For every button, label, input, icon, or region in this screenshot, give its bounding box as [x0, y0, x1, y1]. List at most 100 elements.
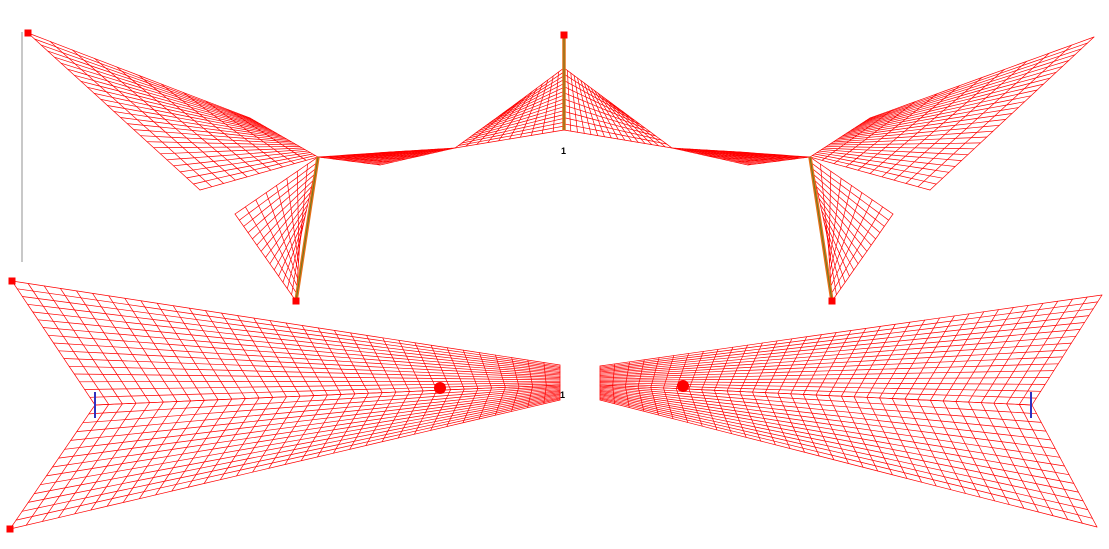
mesh-line: [487, 95, 527, 143]
mesh-line: [87, 86, 274, 132]
mesh-line: [599, 294, 1103, 367]
mesh-line: [454, 107, 511, 149]
mesh-line: [599, 322, 1085, 372]
mesh-line: [684, 150, 753, 154]
mesh-line: [599, 342, 1072, 375]
mesh-line: [361, 148, 436, 163]
mesh-line: [845, 93, 938, 168]
mesh-line: [153, 146, 301, 149]
mesh-line: [260, 192, 311, 252]
mesh-line: [27, 32, 251, 119]
elevation-peak-left: [454, 67, 565, 149]
mesh-line: [126, 123, 290, 141]
mesh-line: [9, 399, 561, 530]
mesh-line: [599, 377, 1050, 381]
support-node: [8, 277, 16, 285]
mesh-line: [599, 391, 1061, 458]
mesh-line: [70, 388, 561, 441]
mesh-line: [599, 382, 1042, 392]
mesh-line: [370, 148, 446, 165]
mesh-line: [265, 198, 310, 258]
support-node: [560, 31, 568, 39]
mesh-line: [599, 385, 1037, 415]
mesh-line: [199, 156, 319, 191]
mesh-line: [84, 382, 561, 390]
mesh-line: [348, 149, 423, 162]
mesh-line: [520, 83, 543, 138]
mesh-line: [599, 390, 1056, 449]
mesh-line: [37, 319, 561, 372]
mesh-line: [67, 68, 267, 128]
mesh-line: [476, 99, 522, 145]
mesh-line: [599, 363, 1059, 379]
mesh-line: [186, 153, 314, 179]
mesh-line: [709, 154, 776, 157]
mast-foot-right: [677, 380, 689, 392]
mesh-line: [40, 44, 256, 122]
mesh-line: [599, 381, 1046, 385]
mesh-line: [146, 141, 298, 146]
support-node: [24, 29, 32, 37]
mesh-line: [809, 117, 871, 158]
mesh-line: [599, 388, 1051, 441]
elevation-peak-right: [563, 67, 673, 149]
mesh-line: [583, 82, 605, 138]
mesh-line: [42, 327, 561, 373]
node-label-plan: 1: [560, 390, 565, 400]
mesh-line: [590, 87, 619, 140]
mesh-line: [33, 395, 561, 494]
mesh-line: [607, 100, 653, 145]
mesh-line: [76, 387, 561, 432]
mesh-line: [22, 296, 561, 368]
mesh-line: [345, 149, 420, 161]
mesh-line: [833, 101, 916, 164]
node-label-elevation: 1: [561, 146, 566, 156]
mesh-line: [79, 380, 561, 383]
mesh-line: [11, 280, 561, 366]
mesh-line: [68, 365, 561, 380]
mesh-line: [599, 396, 1084, 502]
mesh-line: [509, 87, 538, 140]
mast-foot-left: [434, 382, 446, 394]
mesh-line: [587, 85, 612, 139]
mesh-line: [73, 373, 561, 381]
mesh-line: [47, 334, 561, 375]
mesh-line: [599, 308, 1094, 369]
mesh-line: [94, 384, 561, 406]
mesh-line: [269, 204, 309, 265]
mesh-line: [234, 156, 319, 215]
mesh-line: [831, 213, 894, 302]
elevation-right-wing: [809, 36, 1095, 191]
mesh-line: [573, 75, 585, 134]
mesh-line: [286, 227, 303, 289]
mesh-line: [599, 315, 1090, 370]
mesh-line: [580, 80, 599, 136]
elevation-right-lower: [809, 156, 894, 302]
mesh-line: [93, 93, 277, 134]
mesh-line: [828, 170, 832, 256]
mesh-line: [60, 62, 264, 126]
mesh-line: [747, 156, 811, 166]
mesh-line: [599, 392, 1065, 467]
mesh-line: [63, 358, 561, 378]
mesh-line: [610, 102, 659, 147]
mesh-line: [831, 206, 883, 294]
mesh-line: [80, 80, 272, 131]
mesh-line: [599, 398, 1093, 519]
mesh-line: [27, 303, 561, 370]
mesh-line: [373, 148, 449, 165]
plan-left-lower: [9, 384, 561, 530]
mesh-line: [905, 52, 1050, 184]
mesh-line: [193, 155, 316, 185]
plan-right-lower: [599, 384, 1098, 528]
mesh-line: [599, 384, 1033, 406]
mesh-line: [829, 185, 852, 271]
mesh-line: [54, 56, 261, 125]
mesh-line: [89, 383, 561, 398]
mesh-line: [88, 385, 561, 415]
mesh-line: [120, 117, 287, 140]
mesh-line: [597, 92, 632, 142]
support-node: [828, 297, 836, 305]
mesh-line: [351, 149, 427, 162]
